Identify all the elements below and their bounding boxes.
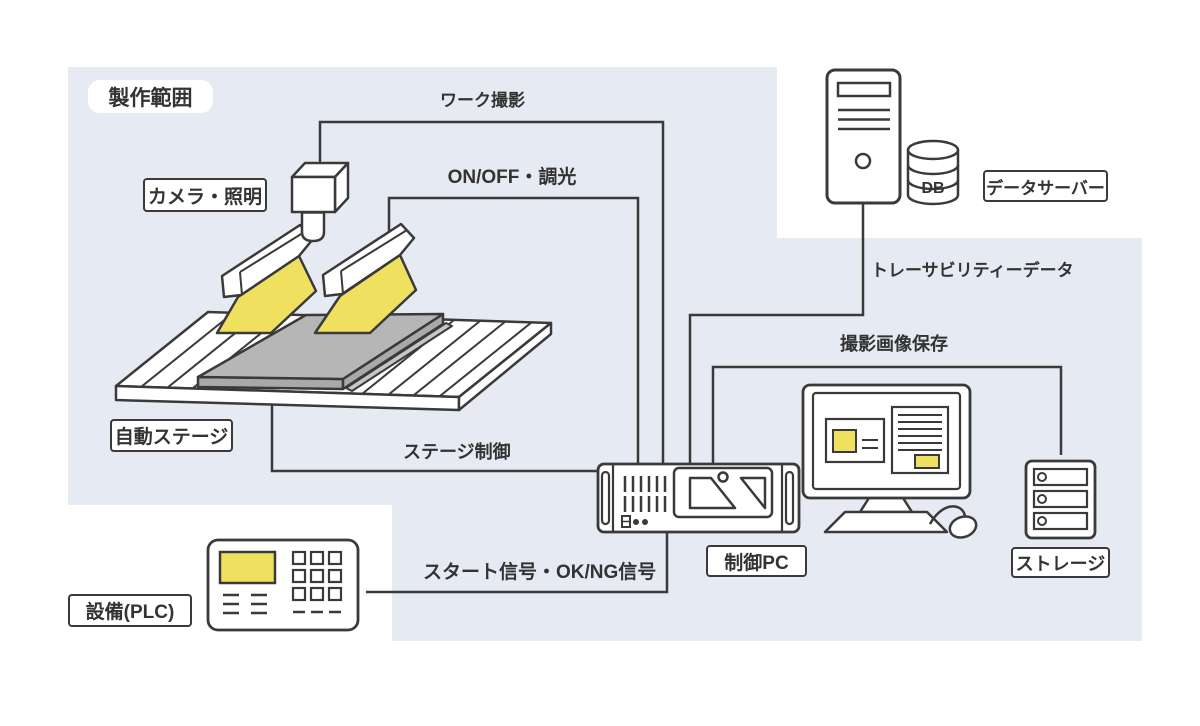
onoff-dimming-label: ON/OFF・調光 <box>447 167 577 188</box>
auto-stage-label: 自動ステージ <box>110 419 233 452</box>
camera-light-label: カメラ・照明 <box>143 178 267 212</box>
control-pc-rack-icon <box>596 462 801 534</box>
storage-label: ストレージ <box>1011 547 1110 578</box>
onoff-dimming-line <box>387 196 640 463</box>
stage-control-line <box>270 402 597 473</box>
image-save-line <box>711 365 1063 463</box>
monitor-icon <box>801 383 972 534</box>
plc-device-icon <box>206 538 360 632</box>
work-capture-line <box>318 120 665 463</box>
scope-label: 製作範囲 <box>88 80 213 113</box>
storage-icon <box>1024 459 1097 540</box>
db-label: DB <box>921 180 945 197</box>
start-okng-label: スタート信号・OK/NG信号 <box>423 562 657 583</box>
image-save-label: 撮影画像保存 <box>840 334 948 354</box>
mouse-icon <box>928 505 978 539</box>
camera-icon <box>290 161 350 243</box>
work-capture-label: ワーク撮影 <box>440 91 525 110</box>
lighting-bars-icon <box>215 222 418 335</box>
traceability-line <box>688 202 865 463</box>
control-pc-label: 制御PC <box>706 545 807 577</box>
plc-label: 設備(PLC) <box>68 594 192 627</box>
data-server-label: データサーバー <box>983 170 1108 202</box>
scope-label-text: 製作範囲 <box>108 86 193 110</box>
database-icon <box>906 139 960 206</box>
start-okng-line <box>366 533 669 594</box>
server-tower-icon <box>825 68 902 205</box>
stage-control-label: ステージ制御 <box>403 442 511 462</box>
traceability-label: トレーサビリティーデータ <box>871 261 1074 280</box>
